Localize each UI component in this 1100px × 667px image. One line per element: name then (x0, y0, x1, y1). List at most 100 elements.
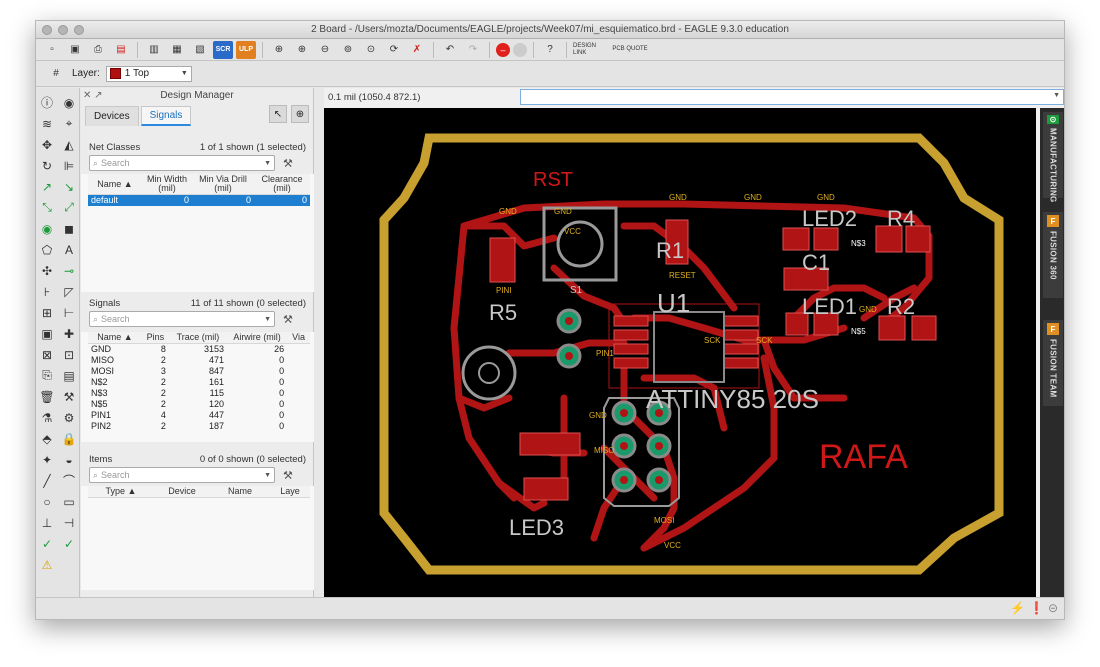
lock-icon[interactable]: ⊡ (63, 347, 75, 362)
mirror-icon[interactable]: ◭ (64, 137, 74, 152)
measure2-icon[interactable]: ⊣ (63, 515, 75, 530)
col-via[interactable]: Via (287, 332, 310, 344)
mark-icon[interactable]: ⌖ (65, 116, 73, 130)
ratsnest-icon[interactable]: ✣ (41, 263, 53, 278)
table-row[interactable]: default 0 0 0 (88, 194, 310, 206)
col-min-via-drill[interactable]: Min Via Drill (mil) (192, 174, 254, 195)
snap-icon[interactable]: ◒ (65, 452, 73, 467)
zoom-area-icon[interactable]: ⊙ (366, 44, 376, 55)
design-link-icon[interactable]: DESIGN LINK (573, 42, 597, 56)
wrench-icon[interactable]: ⚒ (283, 469, 293, 482)
col-pins[interactable]: Pins (141, 332, 169, 344)
route-icon[interactable]: ↗ (41, 179, 53, 194)
zoom-in-icon[interactable]: ⊕ (297, 44, 307, 55)
help-icon[interactable]: ? (547, 44, 553, 55)
tab-signals[interactable]: Signals (140, 106, 192, 126)
col-airwire[interactable]: Airwire (mil) (226, 332, 288, 344)
sch-icon[interactable]: ▤ (116, 44, 126, 55)
grid-icon[interactable]: # (53, 68, 59, 79)
hole-icon[interactable]: ⊦ (43, 284, 51, 299)
close-window-button[interactable] (42, 25, 52, 35)
lock2-icon[interactable]: 🔒 (61, 431, 77, 446)
info-icon[interactable]: ⓘ (40, 96, 53, 110)
delete-icon[interactable]: ✗ (412, 44, 422, 55)
close-panel-icon[interactable]: ✕ ↗ (83, 89, 103, 101)
wrench-icon[interactable]: ⚒ (283, 157, 293, 170)
signal-icon[interactable]: ⊸ (63, 263, 75, 278)
scr-icon[interactable]: SCR (213, 40, 233, 59)
ulp-icon[interactable]: ULP (236, 40, 256, 59)
circle-icon[interactable]: ○ (43, 494, 51, 509)
select-icon[interactable]: ↖ (269, 105, 287, 123)
save-icon[interactable]: ▣ (70, 44, 80, 55)
tab-fusion-team[interactable]: F FUSION TEAM (1043, 320, 1063, 406)
export-icon[interactable]: ▦ (172, 44, 182, 55)
dim-icon[interactable]: ⊥ (41, 515, 53, 530)
zoom-select-icon[interactable]: ⊚ (343, 44, 353, 55)
col-min-width[interactable]: Min Width (mil) (142, 174, 192, 195)
undo-icon[interactable]: ↶ (445, 44, 455, 55)
paint-icon[interactable]: ⚗ (41, 410, 53, 425)
copy-icon[interactable]: ⎘ (42, 368, 52, 382)
split-icon[interactable]: ⤡ (42, 200, 52, 214)
tab-manufacturing[interactable]: ⊙ MANUFACTURING (1043, 112, 1063, 203)
arc-icon[interactable]: ⌒ (62, 474, 75, 488)
drc-icon[interactable]: ✓ (63, 536, 75, 551)
col-trace[interactable]: Trace (mil) (168, 332, 227, 344)
stop-status-icon[interactable]: ⊝ (1047, 601, 1058, 615)
print-icon[interactable]: ⎙ (94, 44, 102, 55)
measure-icon[interactable]: ⊢ (63, 305, 75, 320)
via-icon[interactable]: ◉ (41, 221, 53, 236)
text-icon[interactable]: A (64, 242, 73, 257)
redo-icon[interactable]: ↷ (468, 44, 478, 55)
pcb-quote-icon[interactable]: PCB QUOTE (612, 46, 648, 52)
items-search-input[interactable]: ⌕ Search ▼ (89, 467, 275, 483)
new-icon[interactable]: ▫ (50, 44, 54, 55)
show-icon[interactable]: ◉ (63, 95, 75, 110)
ripup-icon[interactable]: ↘ (63, 179, 75, 194)
col-name[interactable]: Name (210, 486, 270, 498)
tag-icon[interactable]: ⬘ (42, 431, 52, 446)
optimize-icon[interactable]: ⤢ (64, 200, 74, 214)
zoom-window-button[interactable] (74, 25, 84, 35)
net-classes-search-input[interactable]: ⌕ Search ▼ (89, 155, 275, 171)
zoom-to-icon[interactable]: ⊕ (291, 105, 309, 123)
col-clearance[interactable]: Clearance (mil) (254, 174, 310, 195)
smash-icon[interactable]: ⚙ (63, 410, 75, 425)
signals-search-input[interactable]: ⌕ Search ▼ (89, 311, 275, 327)
tab-fusion-360[interactable]: F FUSION 360 (1043, 212, 1063, 298)
col-name[interactable]: Name ▲ (88, 174, 142, 195)
delete-tool-icon[interactable]: 🗑 (39, 389, 55, 404)
layer-select[interactable]: 1 Top ▼ (105, 65, 192, 82)
warning-icon[interactable]: ⚠ (41, 557, 53, 572)
col-layer[interactable]: Laye (270, 486, 310, 498)
col-type[interactable]: Type ▲ (88, 486, 154, 498)
command-line-input[interactable]: ▼ (520, 89, 1064, 105)
layers-icon[interactable]: ≋ (41, 116, 53, 131)
add-icon[interactable]: ✚ (63, 326, 75, 341)
zoom-out-icon[interactable]: ⊖ (320, 44, 330, 55)
go-icon[interactable] (513, 42, 527, 57)
wrench-icon[interactable]: ⚒ (63, 389, 75, 404)
cam-icon[interactable]: ▥ (149, 44, 159, 55)
col-name[interactable]: Name ▲ (88, 332, 142, 344)
erc-icon[interactable]: ✓ (41, 536, 53, 551)
line-icon[interactable]: ╱ (43, 473, 51, 488)
zoom-fit-icon[interactable]: ⊕ (274, 44, 284, 55)
stop-icon[interactable]: – (496, 42, 510, 57)
redraw-icon[interactable]: ⟳ (389, 44, 399, 55)
library-icon[interactable]: ▧ (195, 44, 205, 55)
rotate-icon[interactable]: ↻ (41, 158, 53, 173)
auto-icon[interactable]: ✦ (41, 452, 53, 467)
paste-icon[interactable]: ▤ (63, 368, 75, 383)
dimension-icon[interactable]: ⊞ (41, 305, 53, 320)
rect-icon[interactable]: ▭ (63, 494, 75, 509)
tab-devices[interactable]: Devices (85, 106, 139, 126)
